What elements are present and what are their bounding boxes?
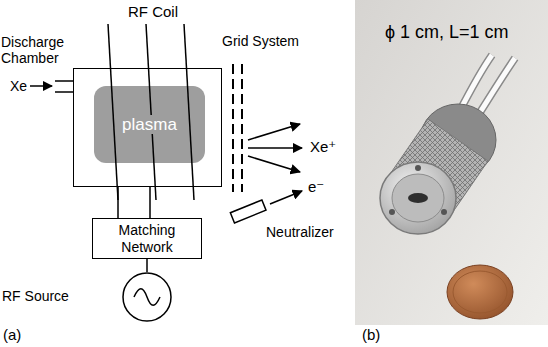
discharge-chamber: plasmaDischarge Chamber: [73, 68, 222, 187]
part-name: RF Coil: [128, 3, 178, 20]
grid-plate: [232, 64, 234, 192]
panel-label: (b): [362, 326, 380, 343]
electron-name: e⁻: [308, 178, 324, 195]
ion-arrow: [248, 147, 302, 149]
screw: [415, 165, 421, 171]
grid-plate: [241, 64, 243, 192]
node-text: Neutralizer: [266, 224, 356, 240]
part-name: Grid System: [222, 33, 299, 49]
node-text: RF Source: [2, 288, 112, 304]
plasma-region: plasma: [94, 86, 205, 163]
screw: [441, 209, 447, 215]
thruster-face: [380, 162, 456, 234]
node-text: Matching Network: [93, 222, 201, 254]
thruster-photo: [355, 0, 548, 325]
neutralizer-box: Neutralizer: [228, 200, 268, 222]
ac-symbol: [134, 289, 160, 306]
electron-arrow: [270, 191, 302, 204]
ion-beam: [248, 124, 302, 204]
gas-inlet: [30, 81, 73, 92]
screw: [389, 209, 395, 215]
ion-arrow: [248, 156, 300, 172]
matching-network-box: Matching Network: [92, 218, 202, 259]
grid-ring: [392, 174, 444, 222]
node-text: Discharge Chamber: [1, 34, 73, 66]
inlet-pipe: [55, 80, 73, 82]
penny-rim: [453, 271, 507, 313]
rf-lead-wire: [146, 259, 148, 272]
grid-system: [233, 64, 242, 192]
exit-slot: [408, 193, 428, 203]
node-text: plasma: [120, 115, 179, 135]
neutralizer-body: [230, 200, 266, 223]
neutralizer-outline: [228, 200, 268, 222]
flow-arrow: [30, 85, 52, 87]
panel-label: (a): [3, 326, 21, 343]
ion-name: Xe⁺: [310, 138, 336, 155]
inlet-pipe: [55, 91, 73, 93]
source-outline: [123, 273, 171, 321]
coil-turn: [146, 24, 156, 200]
ion-arrow: [248, 124, 300, 140]
penny: [447, 265, 513, 319]
source-circle: [122, 272, 172, 322]
coil-turn: [108, 24, 118, 200]
coil-turn: [184, 24, 194, 200]
dimension-note: ϕ 1 cm, L=1 cm: [385, 22, 509, 43]
rf-source-symbol: RF Source: [122, 272, 172, 322]
photo-ground: [355, 0, 548, 325]
rf-coil: [108, 24, 194, 200]
rf-lead-wire: [118, 187, 150, 218]
gas-name: Xe: [10, 78, 27, 94]
